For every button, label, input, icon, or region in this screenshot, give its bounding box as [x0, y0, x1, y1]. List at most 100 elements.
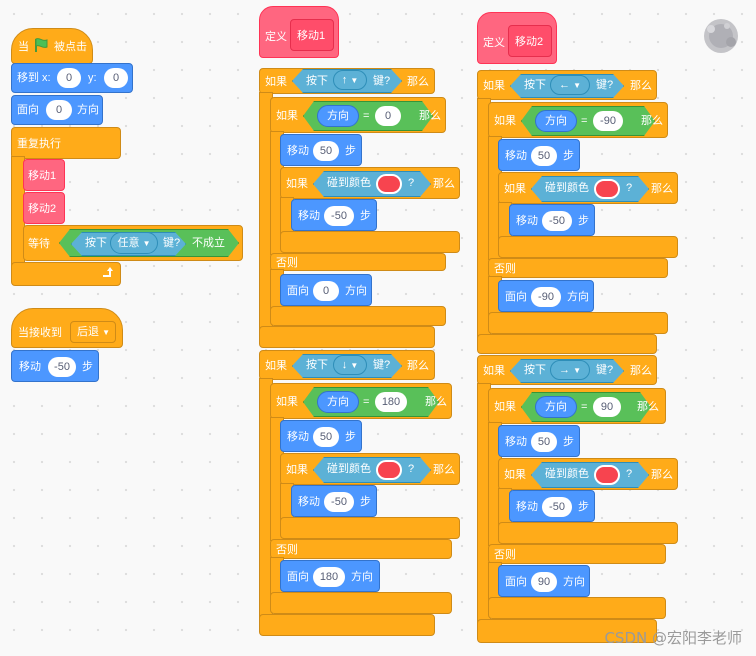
move-steps-block[interactable]: 移动 -50 步 — [11, 350, 99, 382]
point-0-block[interactable]: 面向 0 方向 — [280, 274, 372, 306]
if-down-block[interactable]: 如果 按下 ↓ ▼ 键? 那么 — [259, 350, 435, 380]
touching-color-sensor[interactable] — [313, 171, 431, 197]
sprite-thumbnail-icon[interactable] — [697, 14, 745, 58]
touching-color-sensor[interactable] — [531, 462, 649, 488]
key-down-dropdown[interactable]: ↓ ▼ — [333, 355, 367, 375]
point-value-input[interactable]: 0 — [313, 281, 339, 301]
move-50-block[interactable]: 移动 50 步 — [280, 420, 362, 452]
move-back-block[interactable]: 移动 -50 步 — [509, 490, 595, 522]
direction-value-input[interactable]: 180 — [375, 392, 407, 412]
key-left-dropdown[interactable]: ← ▼ — [550, 75, 590, 95]
when-flag-clicked-hat[interactable]: 当 被点击 — [11, 28, 93, 64]
define-prototype[interactable]: 移动2 — [508, 25, 552, 57]
define-prototype[interactable]: 移动1 — [290, 19, 334, 51]
color-swatch[interactable] — [376, 174, 402, 194]
move-label: 移动 — [516, 215, 538, 227]
move-label: 移动 — [298, 496, 320, 508]
move-back-input[interactable]: -50 — [542, 497, 572, 517]
direction-value-input[interactable]: 90 — [593, 397, 621, 417]
point-direction-block[interactable]: 面向 0 方向 — [11, 95, 103, 125]
color-swatch[interactable] — [376, 460, 402, 480]
if-direction-0-else: 否则 — [270, 253, 446, 271]
when-receive-hat[interactable]: 当接收到 后退 ▼ — [11, 308, 123, 348]
direction-reporter[interactable]: 方向 — [535, 110, 577, 132]
point-value-input[interactable]: 180 — [313, 567, 345, 587]
if-touching-color-block[interactable]: 如果 碰到颜色 ? 那么 — [280, 167, 460, 199]
if-label: 如果 — [276, 396, 298, 408]
move-label: 移动 — [287, 145, 309, 157]
direction-label: 方向 — [545, 401, 567, 413]
x-input[interactable]: 0 — [57, 68, 81, 88]
direction-reporter[interactable]: 方向 — [535, 396, 577, 418]
move-50-block[interactable]: 移动 50 步 — [498, 425, 580, 457]
move-back-input[interactable]: -50 — [542, 211, 572, 231]
color-swatch[interactable] — [594, 179, 620, 199]
point-value-input[interactable]: 90 — [531, 572, 557, 592]
direction-reporter[interactable]: 方向 — [317, 391, 359, 413]
direction-value-input[interactable]: 0 — [375, 106, 401, 126]
if-right-foot — [477, 619, 657, 643]
define-move2-hat[interactable]: 定义 移动2 — [477, 12, 557, 64]
move-back-block[interactable]: 移动 -50 步 — [291, 199, 377, 231]
direction-value-input[interactable]: -90 — [593, 111, 623, 131]
move-label: 移动 — [516, 501, 538, 513]
move-back-block[interactable]: 移动 -50 步 — [509, 204, 595, 236]
if-touching-color-block[interactable]: 如果 碰到颜色 ? 那么 — [498, 172, 678, 204]
else-label: 否则 — [276, 257, 298, 269]
if-right-block[interactable]: 如果 按下 → ▼ 键? 那么 — [477, 355, 657, 385]
if-touching-color-block[interactable]: 如果 碰到颜色 ? 那么 — [280, 453, 460, 485]
move-50-block[interactable]: 移动 50 步 — [498, 139, 580, 171]
chevron-down-icon: ▼ — [102, 328, 110, 337]
direction-input[interactable]: 0 — [46, 100, 72, 120]
chevron-down-icon: ▼ — [350, 76, 359, 85]
if-touching-foot — [280, 231, 460, 253]
move-steps-input[interactable]: 50 — [531, 146, 557, 166]
move-50-block[interactable]: 移动 50 步 — [280, 134, 362, 166]
touch-label: 碰到颜色 — [327, 177, 371, 189]
if-left-block[interactable]: 如果 按下 ← ▼ 键? 那么 — [477, 70, 657, 100]
steps-input[interactable]: -50 — [48, 357, 76, 377]
move-steps-input[interactable]: 50 — [313, 141, 339, 161]
y-input[interactable]: 0 — [104, 68, 128, 88]
move-steps-input[interactable]: 50 — [531, 432, 557, 452]
direction-label: 方向 — [563, 576, 585, 588]
if-direction-180-block[interactable]: 如果 方向 = 180 那么 — [270, 383, 452, 419]
key-up-dropdown[interactable]: ↑ ▼ — [333, 70, 367, 90]
move-back-input[interactable]: -50 — [324, 492, 354, 512]
question-label: ? — [626, 182, 633, 194]
if-direction-0-block[interactable]: 如果 方向 = 0 那么 — [270, 97, 446, 133]
wait-label: 等待 — [28, 238, 50, 250]
key-right-dropdown[interactable]: → ▼ — [550, 360, 590, 380]
key-value: ↓ — [341, 359, 348, 371]
touching-color-sensor[interactable] — [531, 176, 649, 202]
if-direction-0-foot — [270, 306, 446, 326]
move-label: 移动 — [19, 361, 41, 373]
touch-label: 碰到颜色 — [327, 463, 371, 475]
touching-color-sensor[interactable] — [313, 457, 431, 483]
move-steps-input[interactable]: 50 — [313, 427, 339, 447]
wait-until-block[interactable]: 等待 按下 任意 ▼ 键? 不成立 — [23, 225, 243, 261]
forever-block[interactable]: 重复执行 — [11, 127, 121, 159]
call-move1-block[interactable]: 移动1 — [23, 159, 65, 191]
move-back-input[interactable]: -50 — [324, 206, 354, 226]
color-swatch[interactable] — [594, 465, 620, 485]
if-direction-neg90-block[interactable]: 如果 方向 = -90 那么 — [488, 102, 668, 138]
point-value-input[interactable]: -90 — [531, 287, 561, 307]
message-dropdown[interactable]: 后退 ▼ — [70, 321, 116, 343]
direction-reporter[interactable]: 方向 — [317, 105, 359, 127]
go-to-xy-block[interactable]: 移到 x: 0 y: 0 — [11, 63, 133, 93]
any-key-dropdown[interactable]: 任意 ▼ — [110, 232, 158, 254]
if-touching-color-block[interactable]: 如果 碰到颜色 ? 那么 — [498, 458, 678, 490]
define-move1-hat[interactable]: 定义 移动1 — [259, 6, 339, 58]
call-move2-block[interactable]: 移动2 — [23, 192, 65, 224]
point-neg90-block[interactable]: 面向 -90 方向 — [498, 280, 594, 312]
not-label: 不成立 — [192, 237, 225, 249]
point-90-block[interactable]: 面向 90 方向 — [498, 565, 590, 597]
call-move1-label: 移动1 — [28, 170, 57, 182]
move-back-block[interactable]: 移动 -50 步 — [291, 485, 377, 517]
steps-label: 步 — [82, 361, 93, 373]
if-up-block[interactable]: 如果 按下 ↑ ▼ 键? 那么 — [259, 68, 435, 94]
if-direction-90-block[interactable]: 如果 方向 = 90 那么 — [488, 388, 666, 424]
touch-label: 碰到颜色 — [545, 182, 589, 194]
point-180-block[interactable]: 面向 180 方向 — [280, 560, 380, 592]
